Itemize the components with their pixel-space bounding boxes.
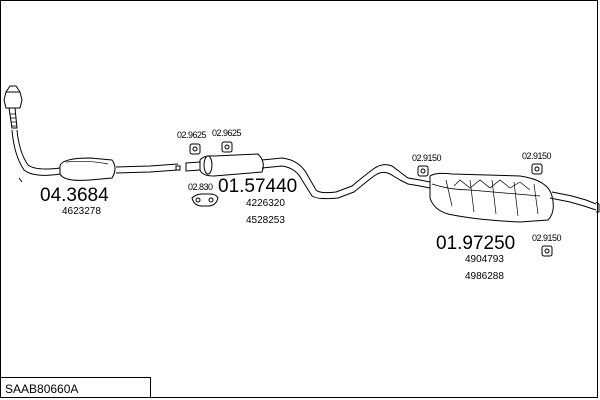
rear-silencer-drawing: [399, 171, 600, 223]
clamp-drawing: [191, 193, 219, 207]
front-pipe-part-number: 04.3684: [40, 185, 109, 206]
mount-b-drawing: [221, 141, 233, 153]
rear-silencer-oem-number-2: 4986288: [465, 271, 504, 282]
middle-silencer-oem-number-1: 4226320: [246, 198, 285, 209]
mount-c-drawing: [417, 165, 429, 177]
front-pipe-oem-number: 4623278: [62, 206, 101, 217]
clamp-label: 02.830: [188, 182, 213, 192]
title-box: SAAB80660A: [1, 377, 151, 397]
rear-silencer-part-number: 01.97250: [436, 233, 516, 254]
mount-e-drawing: [541, 245, 553, 257]
mount-a-drawing: [189, 143, 201, 155]
rear-silencer-oem-number-1: 4904793: [465, 254, 504, 265]
middle-silencer-drawing: [185, 153, 401, 200]
mount-d-label: 02.9150: [522, 151, 552, 161]
middle-silencer-part-number: 01.57440: [218, 176, 298, 197]
mount-b-label: 02.9625: [212, 128, 242, 138]
mount-d-drawing: [531, 163, 543, 175]
middle-silencer-oem-number-2: 4528253: [246, 215, 285, 226]
mount-e-label: 02.9150: [532, 233, 562, 243]
mount-a-label: 02.9625: [177, 130, 207, 140]
diagram-title: SAAB80660A: [5, 382, 79, 396]
front-pipe-drawing: [3, 85, 181, 183]
mount-c-label: 02.9150: [412, 153, 442, 163]
